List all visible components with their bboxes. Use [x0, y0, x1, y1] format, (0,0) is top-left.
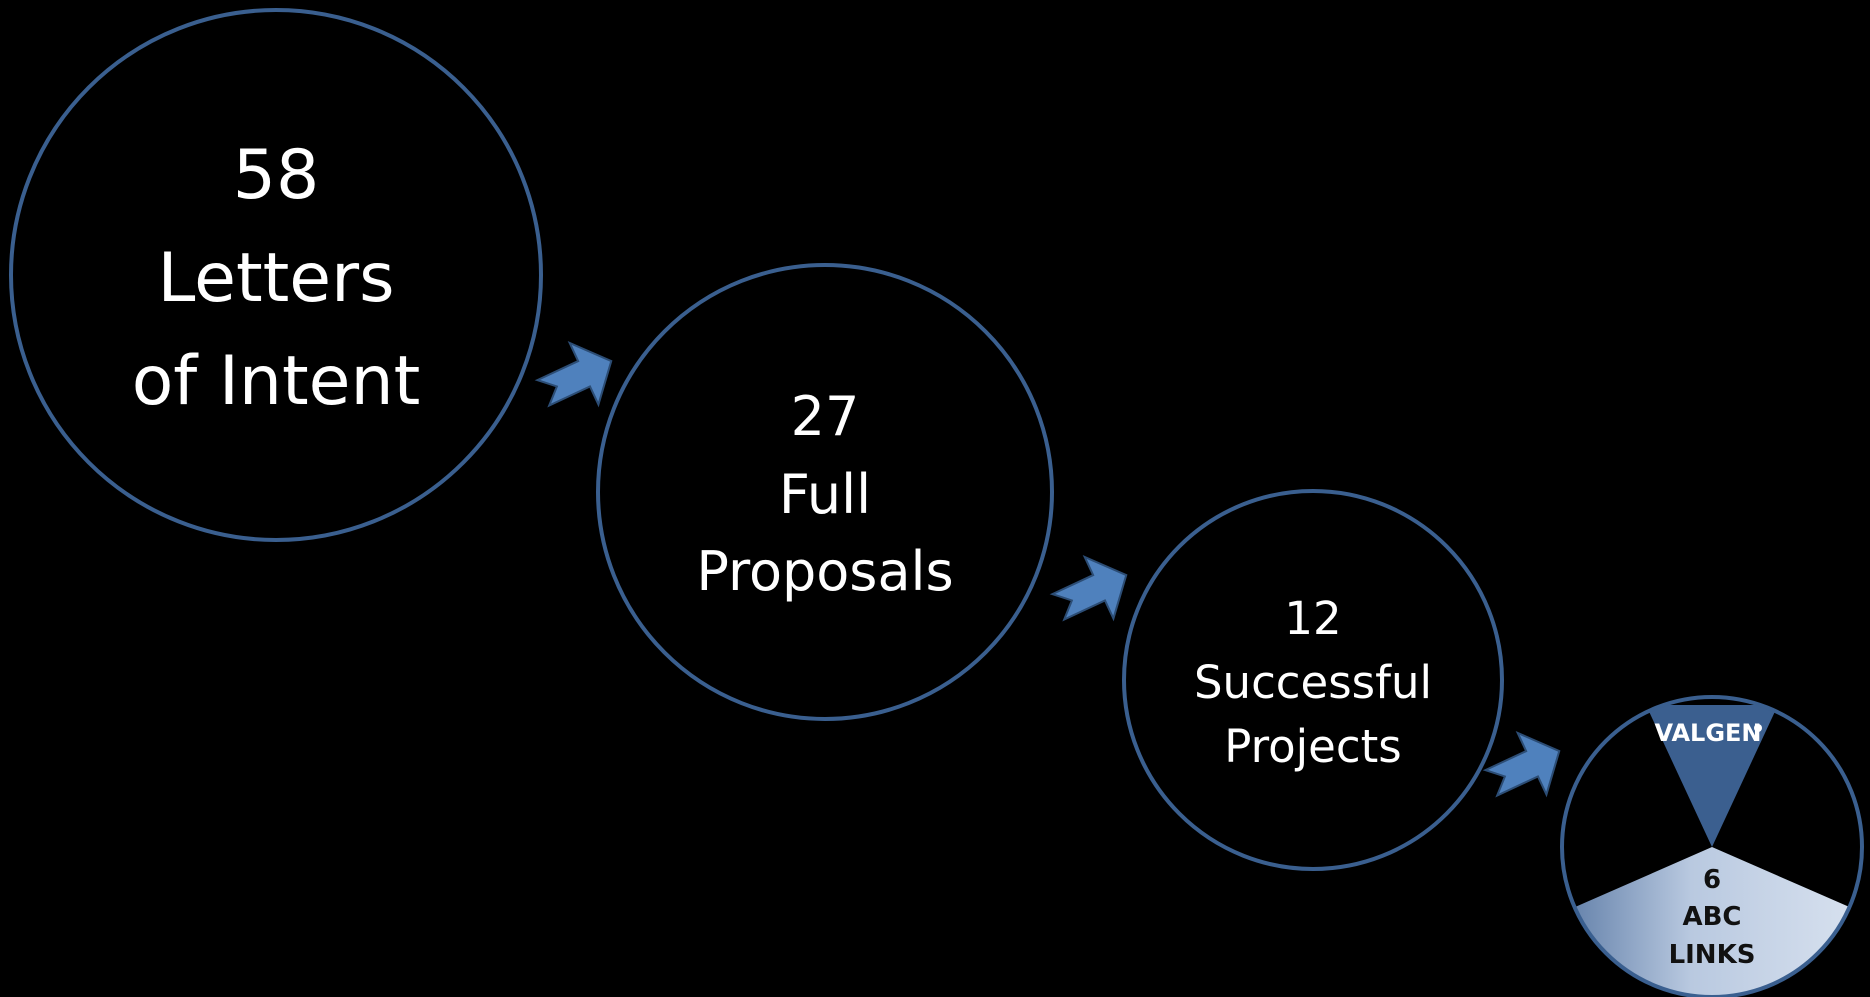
stage-count: 12	[1284, 592, 1341, 645]
stage-count: 27	[791, 385, 860, 448]
stage-label-line1: Successful	[1194, 656, 1432, 709]
stage-circle	[596, 263, 1054, 721]
stage-circle	[1122, 489, 1504, 871]
logo-text: VALGEN	[1655, 719, 1762, 747]
stage-circle	[1560, 695, 1864, 997]
arrow-right-icon	[1482, 730, 1561, 798]
stage-circle	[9, 8, 543, 542]
stage-abc-links: VALGEN 6 ABC LINKS	[1560, 695, 1864, 997]
arrow-right-icon	[1049, 554, 1128, 622]
stage-label-line1: ABC	[1682, 902, 1741, 932]
stage-label-line2: Projects	[1224, 720, 1401, 773]
stage-count: 6	[1703, 865, 1721, 895]
stage-label-line2: LINKS	[1669, 940, 1756, 970]
stage-successful-projects: 12 Successful Projects	[1122, 489, 1504, 871]
stage-letters-of-intent: 58 Letters of Intent	[9, 8, 543, 542]
stage-label-line1: Full	[779, 463, 871, 526]
arrow-right-icon	[534, 340, 613, 408]
wedge-top	[1646, 705, 1778, 847]
stage-label-line1: Letters	[157, 239, 394, 318]
stage-label-line2: of Intent	[132, 342, 421, 421]
stage-full-proposals: 27 Full Proposals	[596, 263, 1054, 721]
stage-label-line2: Proposals	[696, 540, 953, 603]
stage-count: 58	[233, 136, 320, 215]
valgen-logo-icon: VALGEN	[1655, 719, 1762, 747]
